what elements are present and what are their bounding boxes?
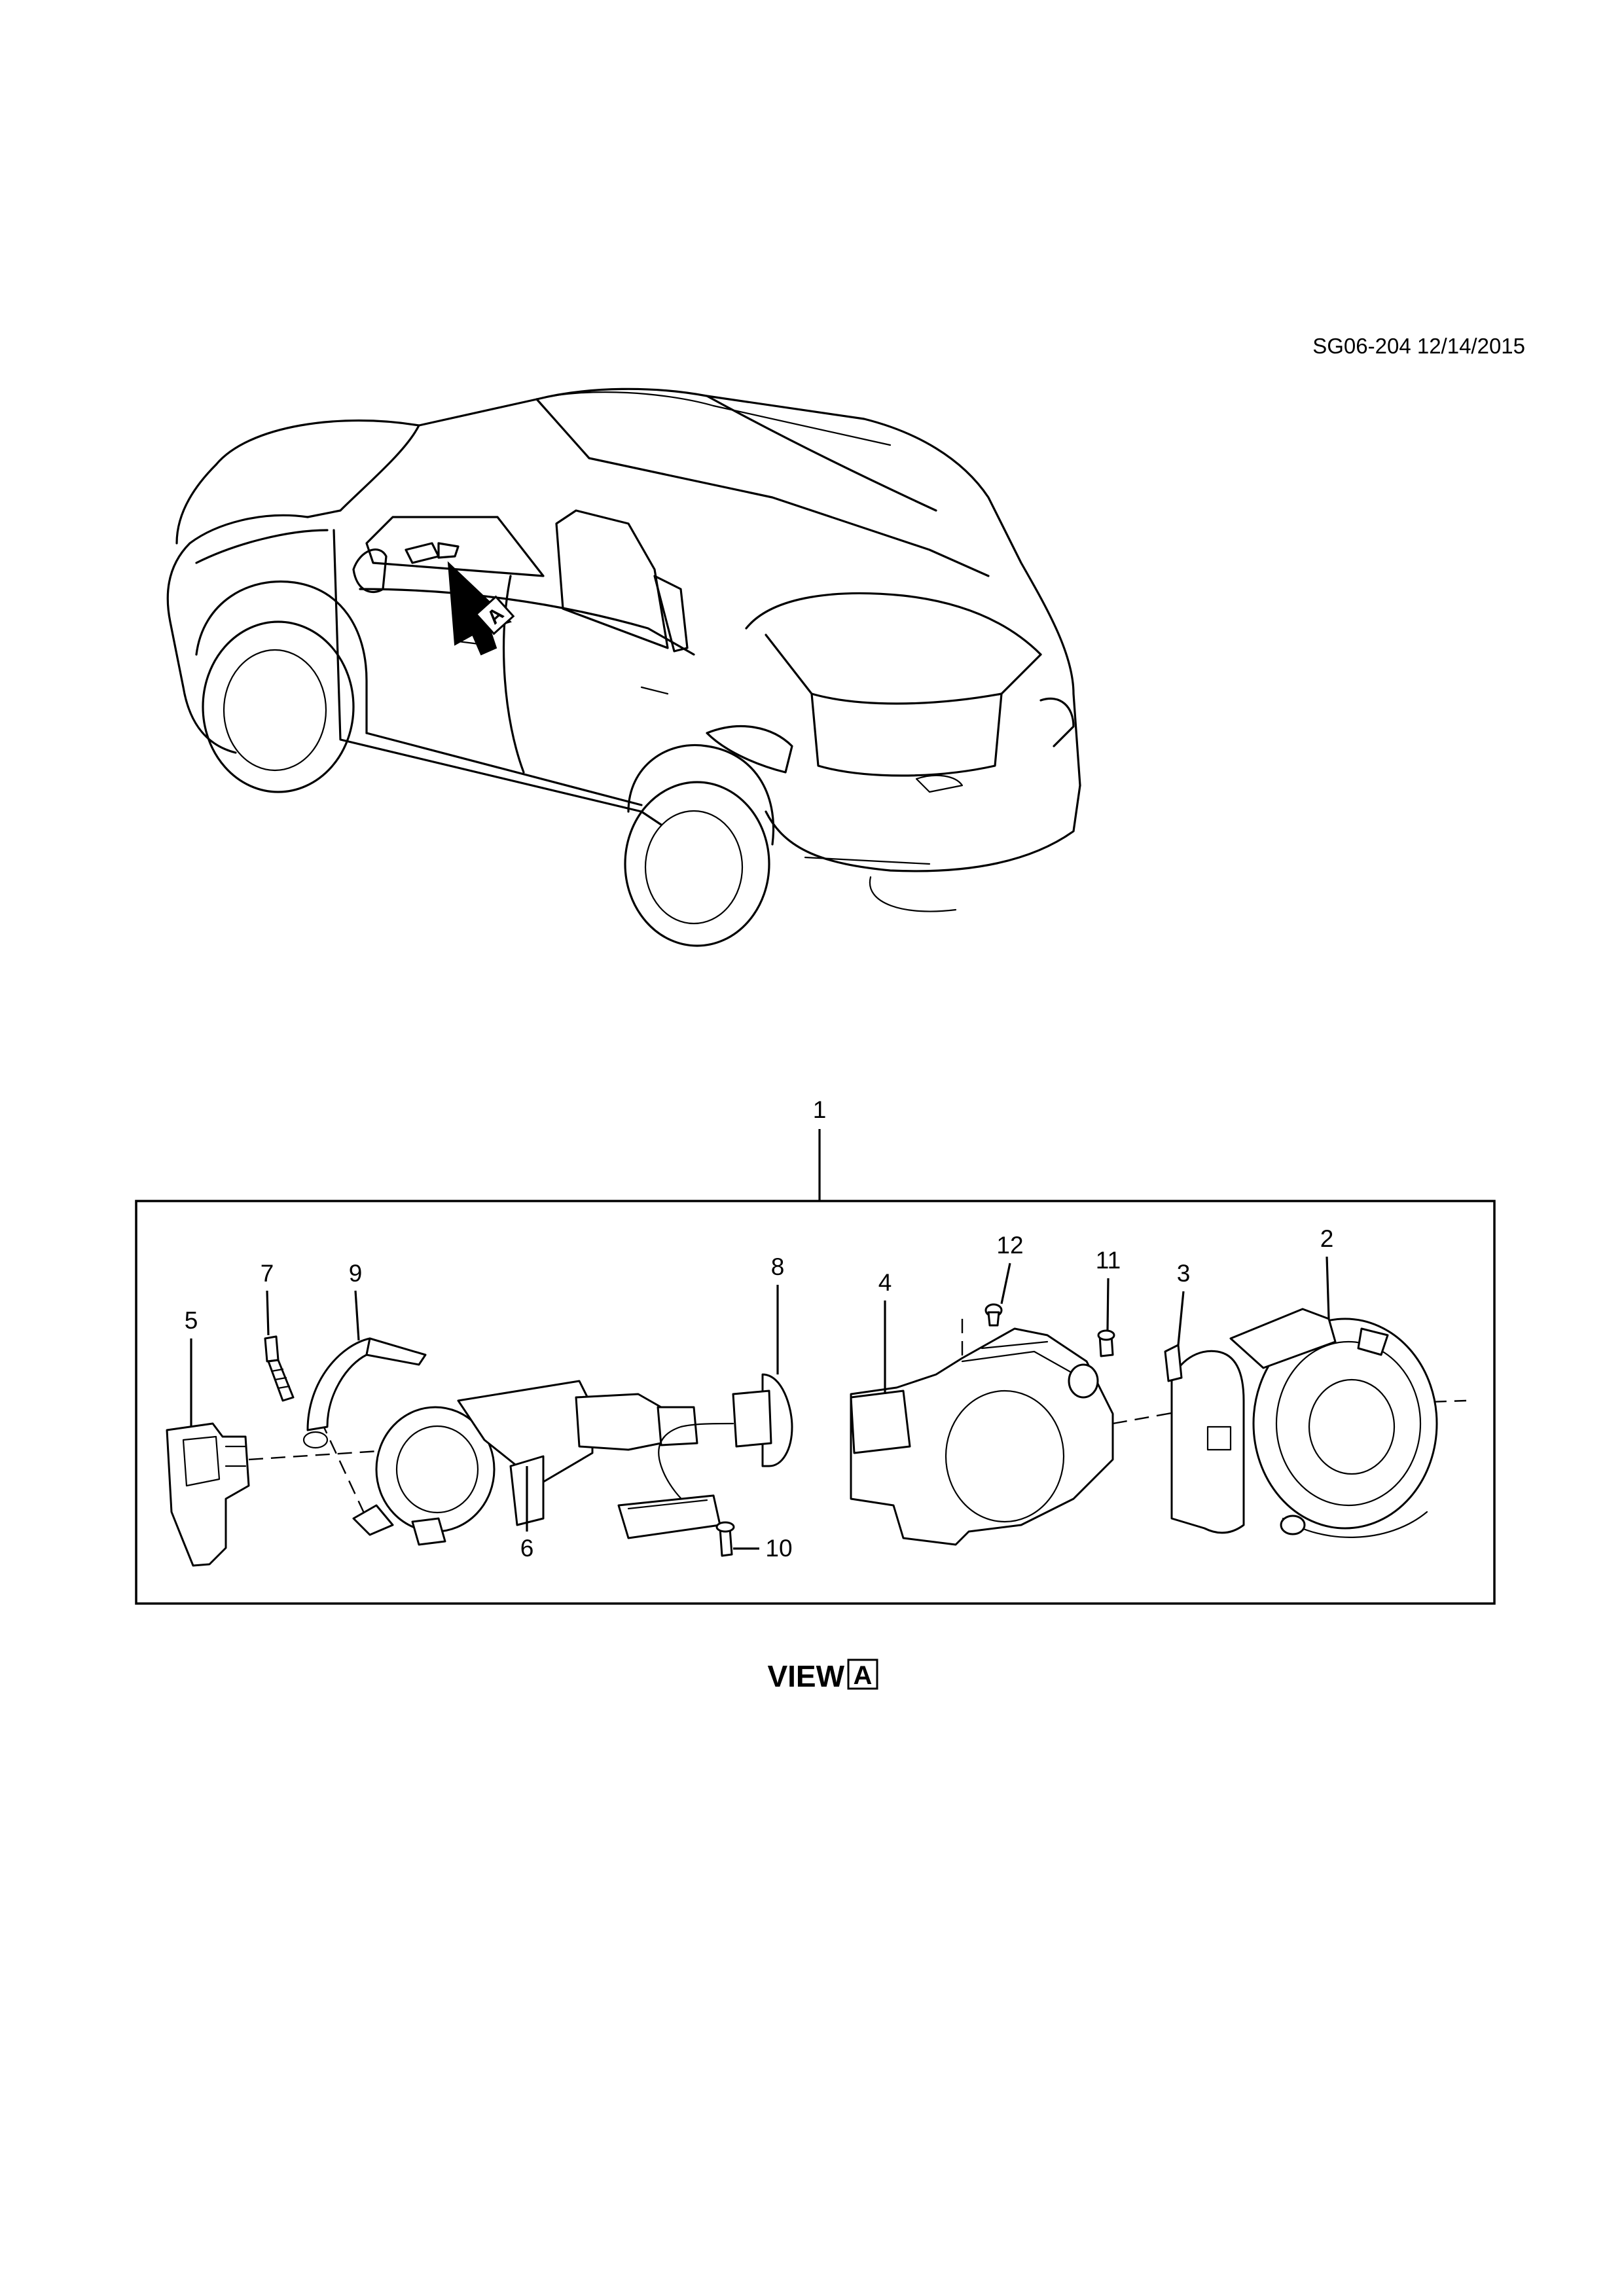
drawing-code: SG06-204 12/14/2015 <box>1312 334 1525 358</box>
part-10-shape <box>715 1521 735 1557</box>
vehicle-illustration: A <box>166 387 1081 947</box>
part-5-shape <box>166 1422 250 1567</box>
part-7-shape <box>264 1335 295 1402</box>
callout-2: 2 <box>1320 1225 1334 1252</box>
vehicle-view-marker: A <box>475 595 515 636</box>
callout-10: 10 <box>765 1535 792 1562</box>
part-9-shape <box>302 1337 427 1449</box>
callout-4: 4 <box>878 1269 892 1296</box>
callout-1: 1 <box>813 1096 827 1123</box>
callout-12: 12 <box>996 1232 1023 1259</box>
part-12-shape <box>984 1303 1003 1327</box>
part-4-shape <box>850 1327 1114 1546</box>
callout-8: 8 <box>771 1253 785 1280</box>
callout-9: 9 <box>349 1260 363 1287</box>
part-11-shape <box>1097 1329 1115 1357</box>
part-2-shape <box>1229 1308 1438 1538</box>
callout-3-leader <box>1177 1291 1185 1346</box>
assembly-group: 1 <box>135 1096 1496 1605</box>
view-caption: VIEW A <box>767 1659 878 1693</box>
part-3-shape <box>1164 1344 1245 1534</box>
assembly-frame <box>135 1200 1496 1605</box>
callout-12-leader <box>1000 1263 1011 1304</box>
callout-11: 11 <box>1096 1247 1121 1274</box>
part-8-shape <box>617 1373 793 1539</box>
callout-6: 6 <box>520 1535 534 1562</box>
callout-7-leader <box>266 1290 270 1336</box>
view-caption-letter: A <box>854 1661 873 1690</box>
callout-9-leader <box>354 1290 360 1341</box>
callout-3: 3 <box>1177 1260 1191 1287</box>
view-caption-box <box>847 1659 878 1690</box>
callout-2-leader <box>1326 1256 1330 1319</box>
callout-7: 7 <box>261 1260 274 1287</box>
view-caption-text: VIEW <box>767 1659 844 1693</box>
callout-5: 5 <box>185 1307 198 1334</box>
